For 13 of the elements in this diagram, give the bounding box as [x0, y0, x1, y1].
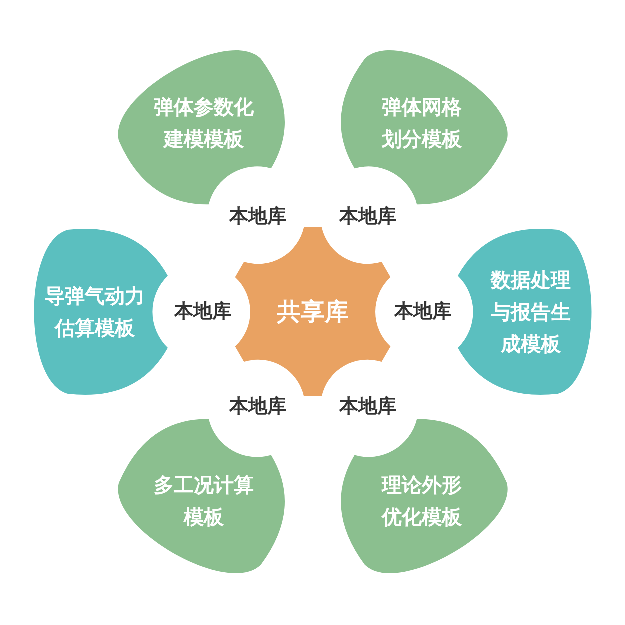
template-label: 理论外形优化模板: [382, 472, 462, 531]
template-label: 弹体网格划分模板: [382, 94, 462, 154]
local-library-label: 本地库: [174, 302, 232, 322]
local-library-label: 本地库: [229, 398, 286, 417]
template-label: 多工况计算模板: [154, 472, 254, 531]
local-library-label: 本地库: [394, 302, 452, 322]
template-label: 导弹气动力估算模板: [45, 283, 145, 342]
template-label: 数据处理与报告生成模板: [491, 267, 571, 358]
shared-library-label: 共享库: [277, 297, 349, 328]
local-library-label: 本地库: [339, 207, 396, 226]
local-library-label: 本地库: [339, 398, 396, 417]
template-label: 弹体参数化建模模板: [154, 94, 254, 154]
local-library-label: 本地库: [229, 207, 286, 226]
